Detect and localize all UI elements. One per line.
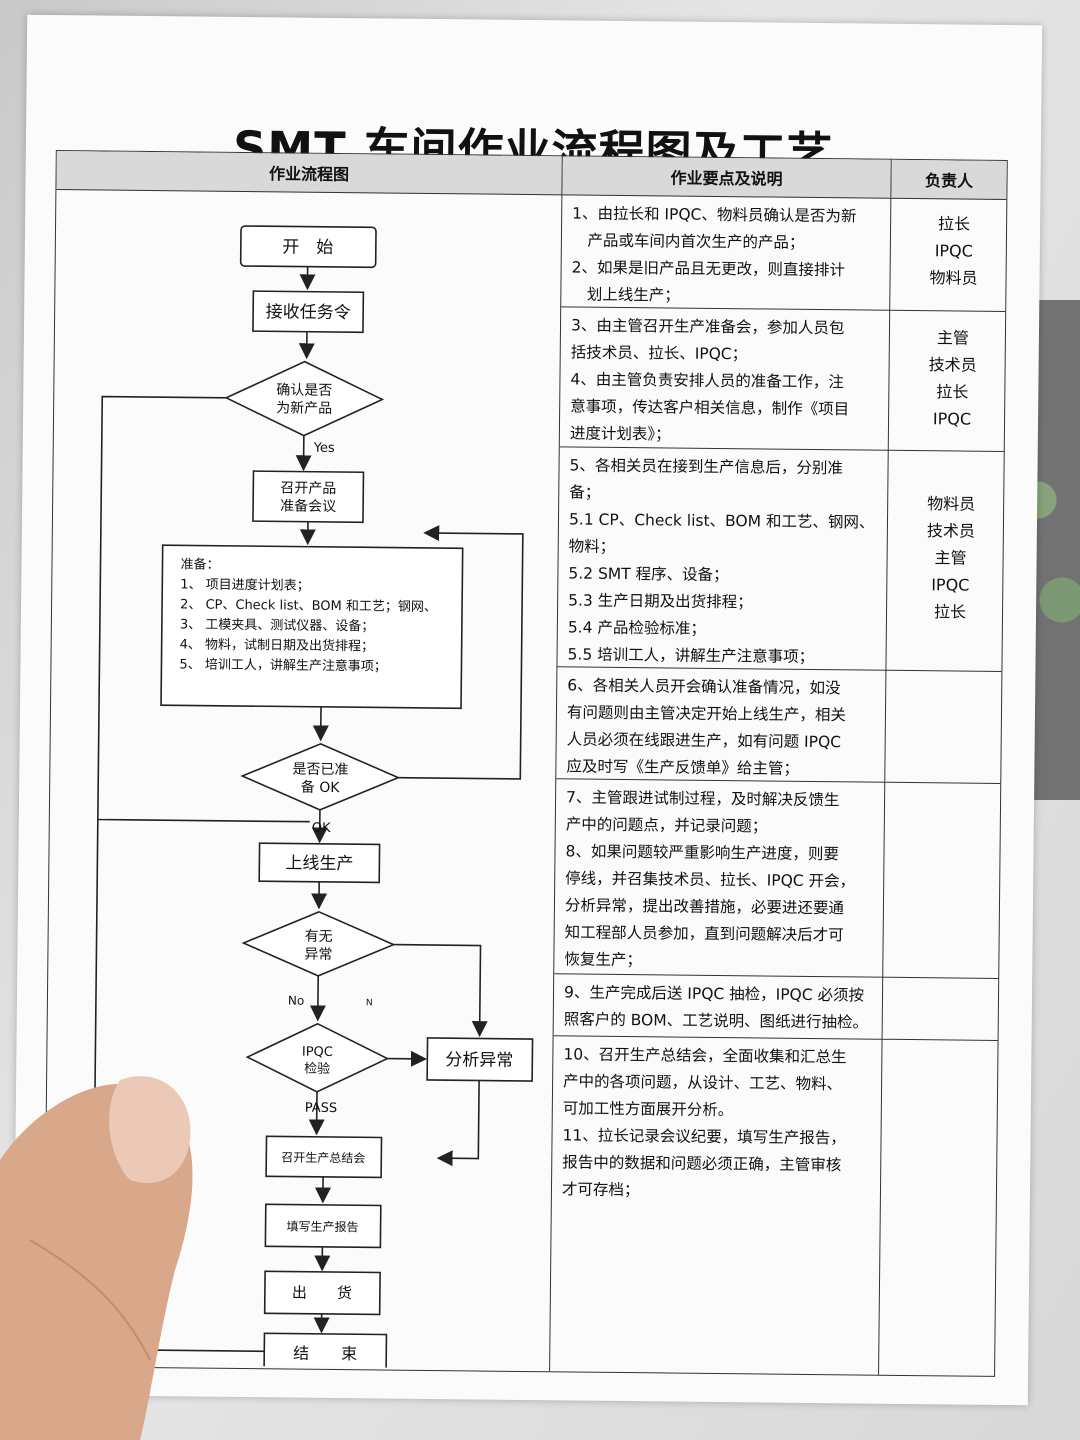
section-6: 9、生产完成后送 IPQC 抽检，IPQC 必须按照客户的 BOM、工艺说明、图… xyxy=(553,973,999,1041)
prep-line: 4、 物料，试制日期及出货排程； xyxy=(180,636,375,654)
ipqc-label-2: 检验 xyxy=(304,1061,330,1077)
header-flow: 作业流程图 xyxy=(56,151,563,196)
receive-label: 接收任务令 xyxy=(266,302,351,323)
section-7-text: 10、召开生产总结会，全面收集和汇总生产中的各项问题，从设计、工艺、物料、 可加… xyxy=(561,1045,847,1200)
n-label: N xyxy=(366,998,373,1008)
receive-task-node xyxy=(252,290,365,334)
start-label: 开 始 xyxy=(282,237,333,258)
prep-line: 5、 培训工人，讲解生产注意事项； xyxy=(179,656,387,674)
header-owner: 负责人 xyxy=(891,159,1007,200)
preparation-box xyxy=(160,544,464,710)
section-3-text: 5、各相关员在接到生产信息后，分别准备； 5.1 CP、Check list、B… xyxy=(567,456,875,666)
paper-sheet: SMT 车间作业流程图及工艺 作业流程图 作业要点及说明 负责人 xyxy=(12,14,1043,1406)
end-label: 结 束 xyxy=(293,1344,357,1364)
confirm-label-2: 为新产品 xyxy=(276,400,332,417)
section-7: 10、召开生产总结会，全面收集和汇总生产中的各项问题，从设计、工艺、物料、 可加… xyxy=(550,1035,997,1376)
pass-label: PASS xyxy=(305,1101,338,1116)
section-4: 6、各相关人员开会确认准备情况，如没有问题则由主管决定开始上线生产，相关 人员必… xyxy=(556,666,1002,784)
header-points: 作业要点及说明 xyxy=(562,156,892,199)
no-label: No xyxy=(288,994,304,1008)
flowchart: 开 始 接收任务令 确认是否 为新产品 Yes 召开产品 准备会议 准备： 1、… xyxy=(91,225,534,1370)
ipqc-label-1: IPQC xyxy=(302,1045,333,1060)
yes-label: Yes xyxy=(313,441,335,456)
meeting-label-2: 准备会议 xyxy=(280,497,336,515)
ship-label: 出 货 xyxy=(292,1284,352,1303)
section-2-text: 3、由主管召开生产准备会，参加人员包括技术员、拉长、IPQC； 4、由主管负责安… xyxy=(569,316,850,444)
section-4-text: 6、各相关人员开会确认准备情况，如没有问题则由主管决定开始上线生产，相关 人员必… xyxy=(566,676,847,778)
abnormal-label-2: 异常 xyxy=(304,947,332,963)
prep-line: 准备： xyxy=(180,556,219,572)
section-1-text: 1、由拉长和 IPQC、物料员确认是否为新 产品或车间内首次生产的产品； 2、如… xyxy=(571,204,857,305)
summary-label: 召开生产总结会 xyxy=(281,1150,365,1165)
report-label: 填写生产报告 xyxy=(286,1219,358,1235)
prep-line: 2、 CP、Check list、BOM 和工艺；钢网、 xyxy=(180,597,437,615)
prep-line: 1、 项目进度计划表； xyxy=(180,576,310,593)
ready-label-2: 备 OK xyxy=(301,779,341,796)
process-table: 作业流程图 作业要点及说明 负责人 xyxy=(43,150,1008,1377)
section-1: 1、由拉长和 IPQC、物料员确认是否为新 产品或车间内首次生产的产品； 2、如… xyxy=(561,194,1007,312)
prep-line: 3、 工模夹具、测试仪器、设备； xyxy=(180,616,375,634)
analyze-label: 分析异常 xyxy=(445,1050,513,1071)
ready-label-1: 是否已准 xyxy=(292,762,348,779)
meeting-label-1: 召开产品 xyxy=(280,480,336,497)
section-5: 7、主管跟进试制过程，及时解决反馈生产中的问题点，并记录问题； 8、如果问题较严… xyxy=(554,778,1001,979)
abnormal-label-1: 有无 xyxy=(305,929,333,945)
end-node xyxy=(263,1332,388,1370)
section-6-text: 9、生产完成后送 IPQC 抽检，IPQC 必须按照客户的 BOM、工艺说明、图… xyxy=(563,983,869,1032)
online-label: 上线生产 xyxy=(285,853,353,874)
ok-label: OK xyxy=(312,821,331,836)
confirm-label-1: 确认是否 xyxy=(276,382,332,399)
section-5-text: 7、主管跟进试制过程，及时解决反馈生产中的问题点，并记录问题； 8、如果问题较严… xyxy=(564,788,856,970)
section-3: 5、各相关员在接到生产信息后，分别准备； 5.1 CP、Check list、B… xyxy=(557,446,1004,672)
hand-thumb xyxy=(0,1076,193,1440)
section-2: 3、由主管召开生产准备会，参加人员包括技术员、拉长、IPQC； 4、由主管负责安… xyxy=(559,306,1006,452)
meeting-node xyxy=(252,470,365,524)
